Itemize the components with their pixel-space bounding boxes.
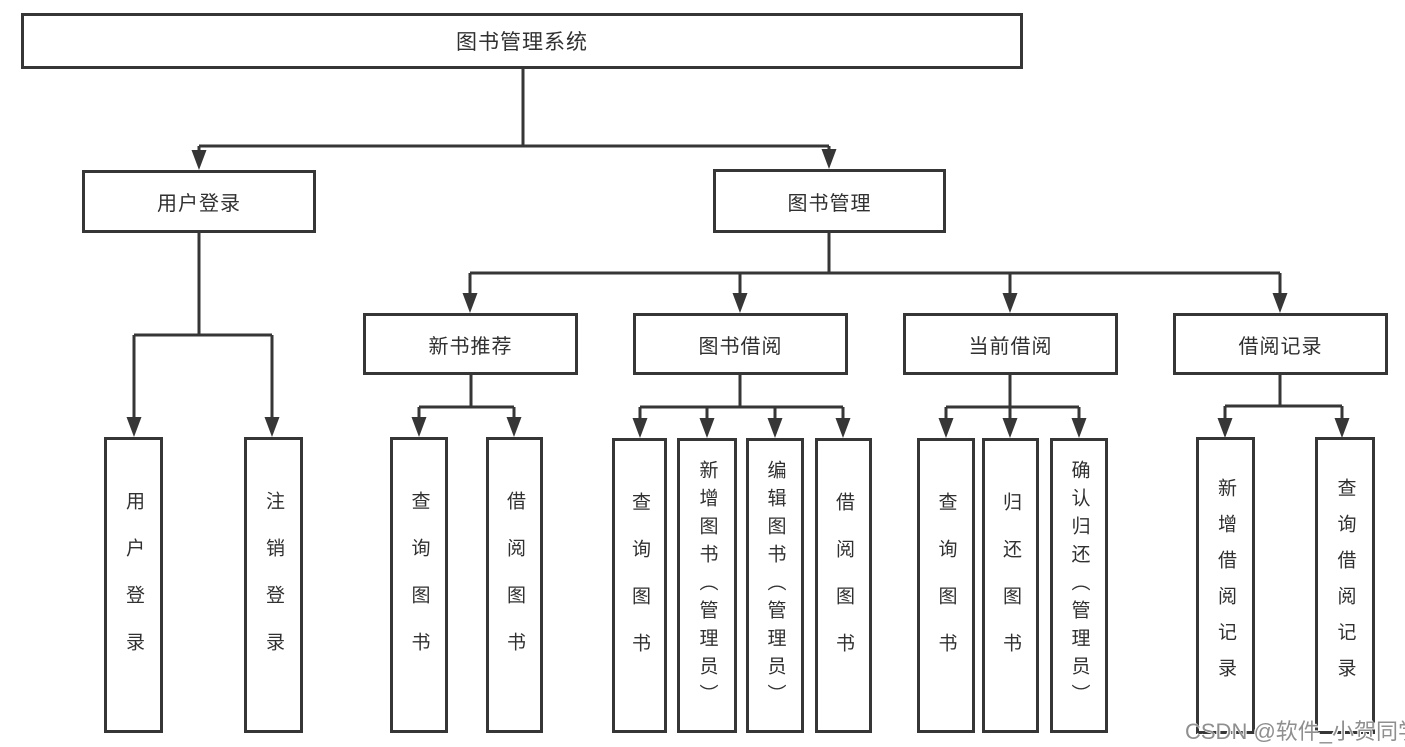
leaf-borrow-books-recommend-label: 借阅图书 (504, 491, 525, 679)
leaf-confirm-return-admin-label: 确认归还（管理员） (1068, 459, 1090, 712)
leaf-query-books-recommend-label: 查询图书 (408, 491, 430, 679)
leaf-query-borrow-record-label: 查询借阅记录 (1334, 477, 1356, 694)
arrowheads-records-children (1217, 418, 1350, 438)
leaf-borrow-books-borrowing-label: 借阅图书 (833, 491, 854, 680)
leaf-borrow-books-recommend: 借阅图书 (486, 437, 543, 733)
leaf-add-borrow-record: 新增借阅记录 (1196, 437, 1255, 734)
node-user-login-label: 用户登录 (157, 193, 241, 215)
arrowheads-level3 (462, 293, 1288, 313)
node-library-system: 图书管理系统 (21, 13, 1023, 69)
connector-borrowing-children (638, 375, 845, 425)
node-book-borrowing: 图书借阅 (633, 313, 848, 375)
arrowheads-borrowing-children (632, 418, 851, 438)
leaf-confirm-return-admin: 确认归还（管理员） (1050, 438, 1108, 733)
node-book-management-label: 图书管理 (787, 192, 872, 215)
node-new-book-recommend: 新书推荐 (363, 313, 578, 375)
node-current-borrowing: 当前借阅 (903, 313, 1118, 375)
leaf-add-books-admin-label: 新增图书（管理员） (696, 459, 718, 712)
node-current-borrowing-label: 当前借阅 (968, 335, 1053, 358)
leaf-edit-books-admin-label: 编辑图书（管理员） (764, 459, 786, 712)
leaf-edit-books-admin: 编辑图书（管理员） (746, 438, 804, 733)
leaf-user-login: 用户登录 (104, 437, 163, 733)
node-library-system-label: 图书管理系统 (456, 31, 588, 54)
connector-current-borrow-children (944, 375, 1081, 425)
arrowheads-recommend-children (411, 417, 522, 437)
node-borrowing-records: 借阅记录 (1173, 313, 1388, 375)
connector-book-mgmt-to-level3 (468, 233, 1282, 300)
connector-root-to-level2 (197, 69, 831, 160)
node-book-borrowing-label: 图书借阅 (698, 335, 783, 358)
node-book-management: 图书管理 (713, 169, 946, 233)
leaf-return-books: 归还图书 (982, 438, 1039, 733)
connector-user-login-children (132, 233, 274, 424)
arrowheads-user-login-children (126, 417, 280, 437)
arrowheads-level2 (191, 149, 837, 170)
leaf-add-borrow-record-label: 新增借阅记录 (1215, 477, 1236, 694)
arrowheads-current-borrow-children (938, 418, 1087, 438)
node-user-login: 用户登录 (82, 170, 316, 233)
leaf-logout-login-label: 注销登录 (263, 491, 284, 679)
leaf-query-books-current-label: 查询图书 (935, 491, 957, 680)
leaf-add-books-admin: 新增图书（管理员） (677, 438, 737, 733)
connector-records-children (1223, 375, 1344, 425)
leaf-borrow-books-borrowing: 借阅图书 (815, 438, 872, 733)
leaf-query-books-recommend: 查询图书 (390, 437, 448, 733)
leaf-logout-login: 注销登录 (244, 437, 303, 733)
leaf-user-login-label: 用户登录 (123, 491, 144, 679)
node-borrowing-records-label: 借阅记录 (1238, 335, 1323, 358)
node-new-book-recommend-label: 新书推荐 (428, 335, 513, 358)
leaf-query-books-borrowing: 查询图书 (612, 438, 667, 733)
leaf-query-books-borrowing-label: 查询图书 (629, 491, 650, 680)
leaf-query-books-current: 查询图书 (917, 438, 975, 733)
connector-recommend-children (417, 375, 516, 424)
leaf-return-books-label: 归还图书 (1000, 491, 1021, 680)
csdn-watermark: CSDN @软件_小贺同学 (1185, 719, 1405, 744)
leaf-query-borrow-record: 查询借阅记录 (1315, 437, 1375, 734)
